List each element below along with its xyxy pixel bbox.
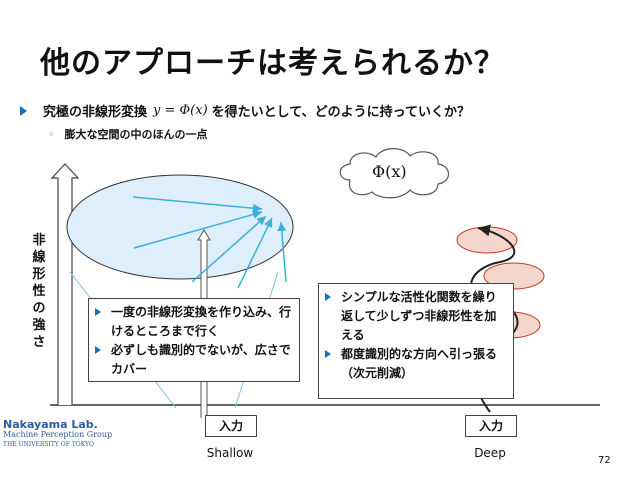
map-arrow-2 bbox=[133, 210, 263, 249]
map-arrow-5 bbox=[277, 221, 287, 283]
y-axis-char: 非 bbox=[32, 233, 46, 248]
shallow-item-1: 一度の非線形変換を作り込み、行けるところまで行く bbox=[95, 303, 293, 341]
y-axis-label: 非 線 形 性 の 強 さ bbox=[30, 232, 48, 351]
bullet-triangle-icon bbox=[95, 346, 101, 354]
lab-name: Nakayama Lab. bbox=[3, 418, 98, 431]
sub-bullet-text: 膨大な空間の中のほんの一点 bbox=[64, 128, 208, 141]
y-axis-char: 形 bbox=[32, 267, 46, 282]
y-axis-char: 性 bbox=[32, 284, 46, 299]
cloud-label: Φ(x) bbox=[372, 162, 407, 181]
feature-space-ellipse bbox=[66, 174, 294, 280]
bullet-prefix: 究極の非線形変換 bbox=[43, 105, 148, 120]
deep-caption: Deep bbox=[474, 446, 506, 460]
sub-bullet: ◦ 膨大な空間の中のほんの一点 bbox=[48, 126, 208, 142]
shallow-description-box: 一度の非線形変換を作り込み、行けるところまで行く 必ずしも識別的でないが、広さで… bbox=[88, 298, 300, 382]
bullet-triangle-icon bbox=[95, 308, 101, 316]
y-axis-char: 強 bbox=[32, 318, 46, 333]
page-title: 他のアプローチは考えられるか？ bbox=[40, 46, 505, 81]
y-axis-char: の bbox=[32, 301, 46, 316]
deep-item-1: シンプルな活性化関数を繰り返して少しずつ非線形性を加える bbox=[325, 288, 507, 345]
shallow-item-2: 必ずしも識別的でないが、広さでカバー bbox=[95, 341, 293, 379]
deep-item-2: 都度識別的な方向へ引っ張る（次元削減） bbox=[325, 345, 507, 383]
y-axis-arrow-icon bbox=[50, 163, 80, 405]
bullet-triangle-icon bbox=[325, 350, 331, 358]
deep-description-box: シンプルな活性化関数を繰り返して少しずつ非線形性を加える 都度識別的な方向へ引っ… bbox=[318, 283, 514, 399]
bullet-triangle-icon bbox=[325, 293, 331, 301]
bullet-triangle-icon bbox=[20, 105, 27, 116]
cloud-shape bbox=[339, 148, 450, 199]
map-arrow-3 bbox=[191, 215, 267, 283]
formula-text: y = Φ(x) bbox=[153, 103, 208, 118]
lab-group: Machine Perception Group bbox=[3, 430, 113, 439]
lab-university: THE UNIVERSITY OF TOKYO bbox=[3, 441, 94, 448]
shallow-caption: Shallow bbox=[206, 446, 254, 460]
y-axis-char: 線 bbox=[32, 250, 46, 265]
map-arrow-4 bbox=[237, 217, 273, 289]
lab-logo: Nakayama Lab. Machine Perception Group T… bbox=[3, 418, 113, 450]
y-axis-char: さ bbox=[32, 335, 46, 350]
input-box-deep: 入力 bbox=[465, 415, 517, 437]
input-box-shallow: 入力 bbox=[205, 415, 257, 437]
page-number: 72 bbox=[598, 455, 611, 466]
bullet-suffix: を得たいとして、どのように持っていくか？ bbox=[211, 105, 470, 120]
sub-bullet-marker: ◦ bbox=[48, 127, 55, 141]
map-arrow-1 bbox=[132, 196, 263, 213]
main-bullet: 究極の非線形変換 y = Φ(x) を得たいとして、どのように持っていくか？ bbox=[20, 101, 470, 120]
